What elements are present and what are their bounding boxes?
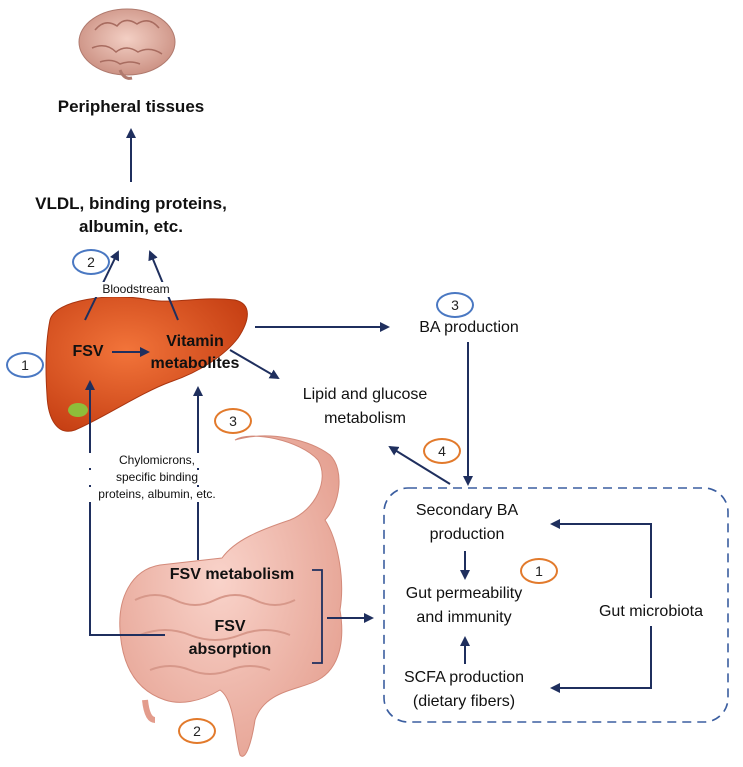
arrow-secondary-to-lipid <box>388 445 451 485</box>
arrow-microbiota-to-scfa <box>550 626 652 693</box>
scfa-label-line2: (dietary fibers) <box>412 693 516 710</box>
chylomicrons-label-line2: specific binding <box>78 470 236 485</box>
marker-orange-1: 1 <box>520 558 558 584</box>
vldl-label-line1: VLDL, binding proteins, <box>35 194 227 213</box>
lipid-label-line1: Lipid and glucose <box>302 386 428 403</box>
lipid-label-line2: metabolism <box>324 410 406 427</box>
bracket <box>312 569 323 664</box>
brain-icon <box>78 8 176 80</box>
fsv-absorption-label-line1: FSV <box>214 618 246 635</box>
secondary-ba-label-line2: production <box>429 526 505 543</box>
liver-icon <box>45 296 248 432</box>
chylomicrons-label-line3: proteins, albumin, etc. <box>78 487 236 502</box>
marker-blue-2: 2 <box>72 249 110 275</box>
peripheral-tissues-label: Peripheral tissues <box>57 97 205 116</box>
gut-permeability-label-line1: Gut permeability <box>405 585 523 602</box>
scfa-label-line1: SCFA production <box>403 669 525 686</box>
vitamin-label-line1: Vitamin <box>166 333 224 350</box>
marker-blue-1: 1 <box>6 352 44 378</box>
marker-orange-4: 4 <box>423 438 461 464</box>
gut-icon <box>119 435 343 757</box>
gut-permeability-label-line2: and immunity <box>416 609 512 626</box>
vldl-label-line2: albumin, etc. <box>79 217 183 236</box>
fsv-absorption-label-line2: absorption <box>188 641 272 658</box>
gut-box <box>383 487 729 723</box>
arrow-microbiota-to-secondary <box>550 519 652 598</box>
marker-blue-3: 3 <box>436 292 474 318</box>
fsv-metabolism-label: FSV metabolism <box>169 566 295 583</box>
arrow-to-lipid <box>229 349 280 380</box>
gut-microbiota-label: Gut microbiota <box>598 603 704 620</box>
bloodstream-label: Bloodstream <box>86 282 186 297</box>
marker-orange-2: 2 <box>178 718 216 744</box>
fsv-liver-label: FSV <box>72 343 104 360</box>
secondary-ba-label-line1: Secondary BA <box>415 502 519 519</box>
vitamin-label-line2: metabolites <box>150 355 240 372</box>
ba-production-label: BA production <box>419 319 519 336</box>
marker-orange-3: 3 <box>214 408 252 434</box>
chylomicrons-label-line1: Chylomicrons, <box>78 453 236 468</box>
